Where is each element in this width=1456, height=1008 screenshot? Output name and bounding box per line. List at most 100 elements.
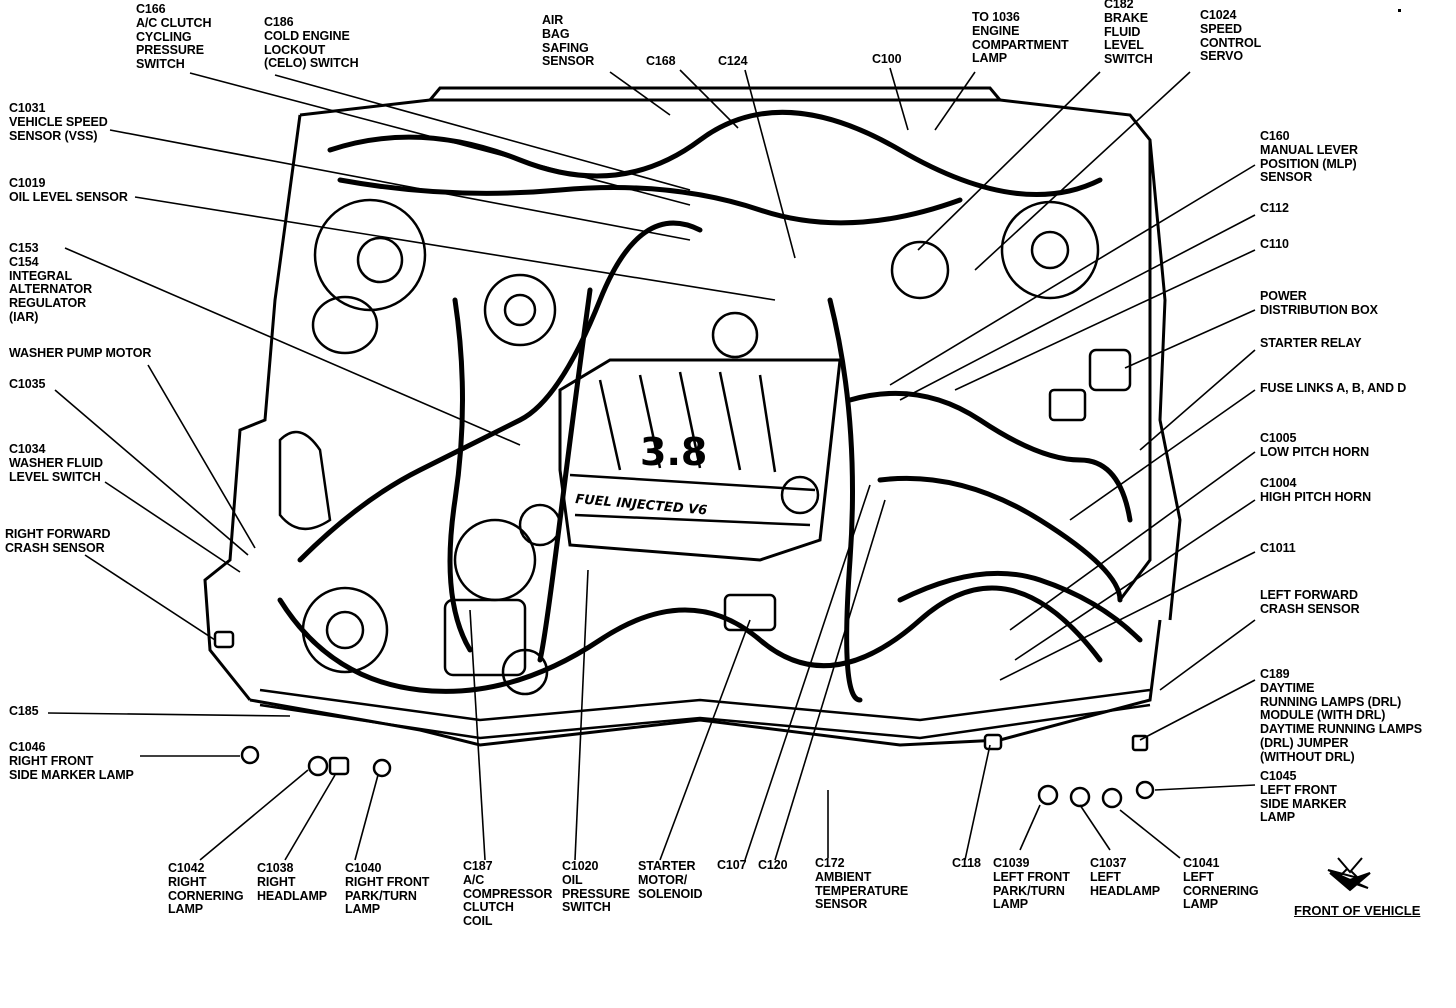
callout-line: (CELO) SWITCH: [264, 56, 359, 71]
callout-line: C100: [872, 52, 902, 66]
callout-line: PARK/TURN: [993, 883, 1065, 898]
callout-line: C1024: [1200, 8, 1237, 22]
callout-line: C1045: [1260, 769, 1297, 783]
callout-line: SPEED: [1200, 21, 1242, 36]
callout-line: A/C CLUTCH: [136, 15, 212, 30]
callout-line: LEFT FRONT: [1260, 782, 1337, 797]
callout-c124: C124: [718, 54, 748, 69]
callout-line: CONTROL: [1200, 35, 1262, 50]
callout-line: LEFT: [1183, 869, 1214, 884]
front-direction-arrow-icon: [1327, 857, 1371, 892]
callout-line: LAMP: [1260, 810, 1296, 825]
callout-line: SIDE MARKER LAMP: [9, 767, 134, 782]
callout-line: LAMP: [345, 902, 381, 917]
callout-line: CRASH SENSOR: [1260, 601, 1360, 616]
vehicle-body-outline: [203, 86, 1182, 747]
callout-line: C118: [952, 856, 981, 870]
callout-line: FLUID: [1104, 24, 1141, 39]
callout-line: C1035: [9, 377, 46, 391]
callout-line: COLD ENGINE: [264, 28, 350, 43]
callout-c110: C110: [1260, 237, 1289, 252]
callout-c185: C185: [9, 704, 39, 719]
callout-line: STARTER: [638, 859, 696, 873]
callout-line: LEFT: [1090, 869, 1121, 884]
callout-line: C110: [1260, 237, 1289, 251]
callout-line: SENSOR: [815, 897, 868, 912]
callout-line: WASHER FLUID: [9, 455, 103, 470]
callout-line: HEADLAMP: [1090, 883, 1161, 898]
callout-line: LAMP: [168, 902, 204, 917]
callout-line: C1040: [345, 861, 382, 875]
callout-line: C160: [1260, 129, 1290, 143]
callout-line: LAMP: [972, 51, 1008, 66]
callout-line: MANUAL LEVER: [1260, 142, 1358, 157]
callout-line: COMPRESSOR: [463, 886, 553, 901]
callout-line: C112: [1260, 201, 1289, 215]
front-of-vehicle-label: FRONT OF VEHICLE: [1294, 903, 1421, 918]
callout-line: INTEGRAL: [9, 268, 73, 283]
callout-line: C1005: [1260, 431, 1297, 445]
callout-line: PRESSURE: [562, 886, 630, 901]
callout-line: CRASH SENSOR: [5, 540, 105, 555]
corner-mark: [1398, 9, 1401, 12]
callout-line: CORNERING: [168, 888, 244, 903]
callout-line: RUNNING LAMPS (DRL): [1260, 694, 1402, 709]
callout-line: C153: [9, 241, 39, 255]
callout-line: SERVO: [1200, 49, 1244, 64]
callout-line: RIGHT: [257, 874, 296, 889]
callout-line: C1042: [168, 861, 205, 875]
callout-line: C186: [264, 15, 294, 29]
callout-line: LOW PITCH HORN: [1260, 444, 1370, 459]
callout-line: SENSOR (VSS): [9, 128, 98, 143]
callout-line: POSITION (MLP): [1260, 156, 1357, 171]
callout-line: C120: [758, 858, 788, 872]
callout-line: C168: [646, 54, 676, 68]
callout-line: PARK/TURN: [345, 888, 417, 903]
callout-line: C1037: [1090, 856, 1127, 870]
callout-line: RIGHT FORWARD: [5, 527, 111, 541]
callout-c118: C118: [952, 856, 981, 871]
callout-c112: C112: [1260, 201, 1289, 216]
callout-line: SWITCH: [1104, 52, 1153, 67]
callout-line: SENSOR: [542, 54, 595, 69]
callout-line: ENGINE: [972, 23, 1020, 38]
engine-displacement-badge: 3.8: [640, 430, 707, 474]
callout-line: RIGHT FRONT: [345, 874, 430, 889]
callout-line: AIR: [542, 13, 564, 27]
callout-line: LEVEL: [1104, 38, 1144, 53]
callout-line: C182: [1104, 0, 1134, 11]
callout-line: OIL LEVEL SENSOR: [9, 189, 128, 204]
callout-line: C1004: [1260, 476, 1297, 490]
callout-line: (WITHOUT DRL): [1260, 749, 1355, 764]
callout-line: BAG: [542, 26, 570, 41]
callout-line: DISTRIBUTION BOX: [1260, 302, 1378, 317]
callout-line: SWITCH: [136, 57, 185, 72]
callout-c120: C120: [758, 858, 788, 873]
callout-line: (IAR): [9, 309, 39, 324]
callout-line: SAFING: [542, 40, 589, 55]
callout-leader-lines: [47, 67, 1256, 861]
callout-line: MOTOR/: [638, 872, 688, 887]
callout-line: SWITCH: [562, 900, 611, 915]
callout-line: BRAKE: [1104, 10, 1148, 25]
callout-line: LAMP: [993, 897, 1029, 912]
callout-line: LOCKOUT: [264, 42, 326, 57]
callout-c1011: C1011: [1260, 541, 1296, 556]
